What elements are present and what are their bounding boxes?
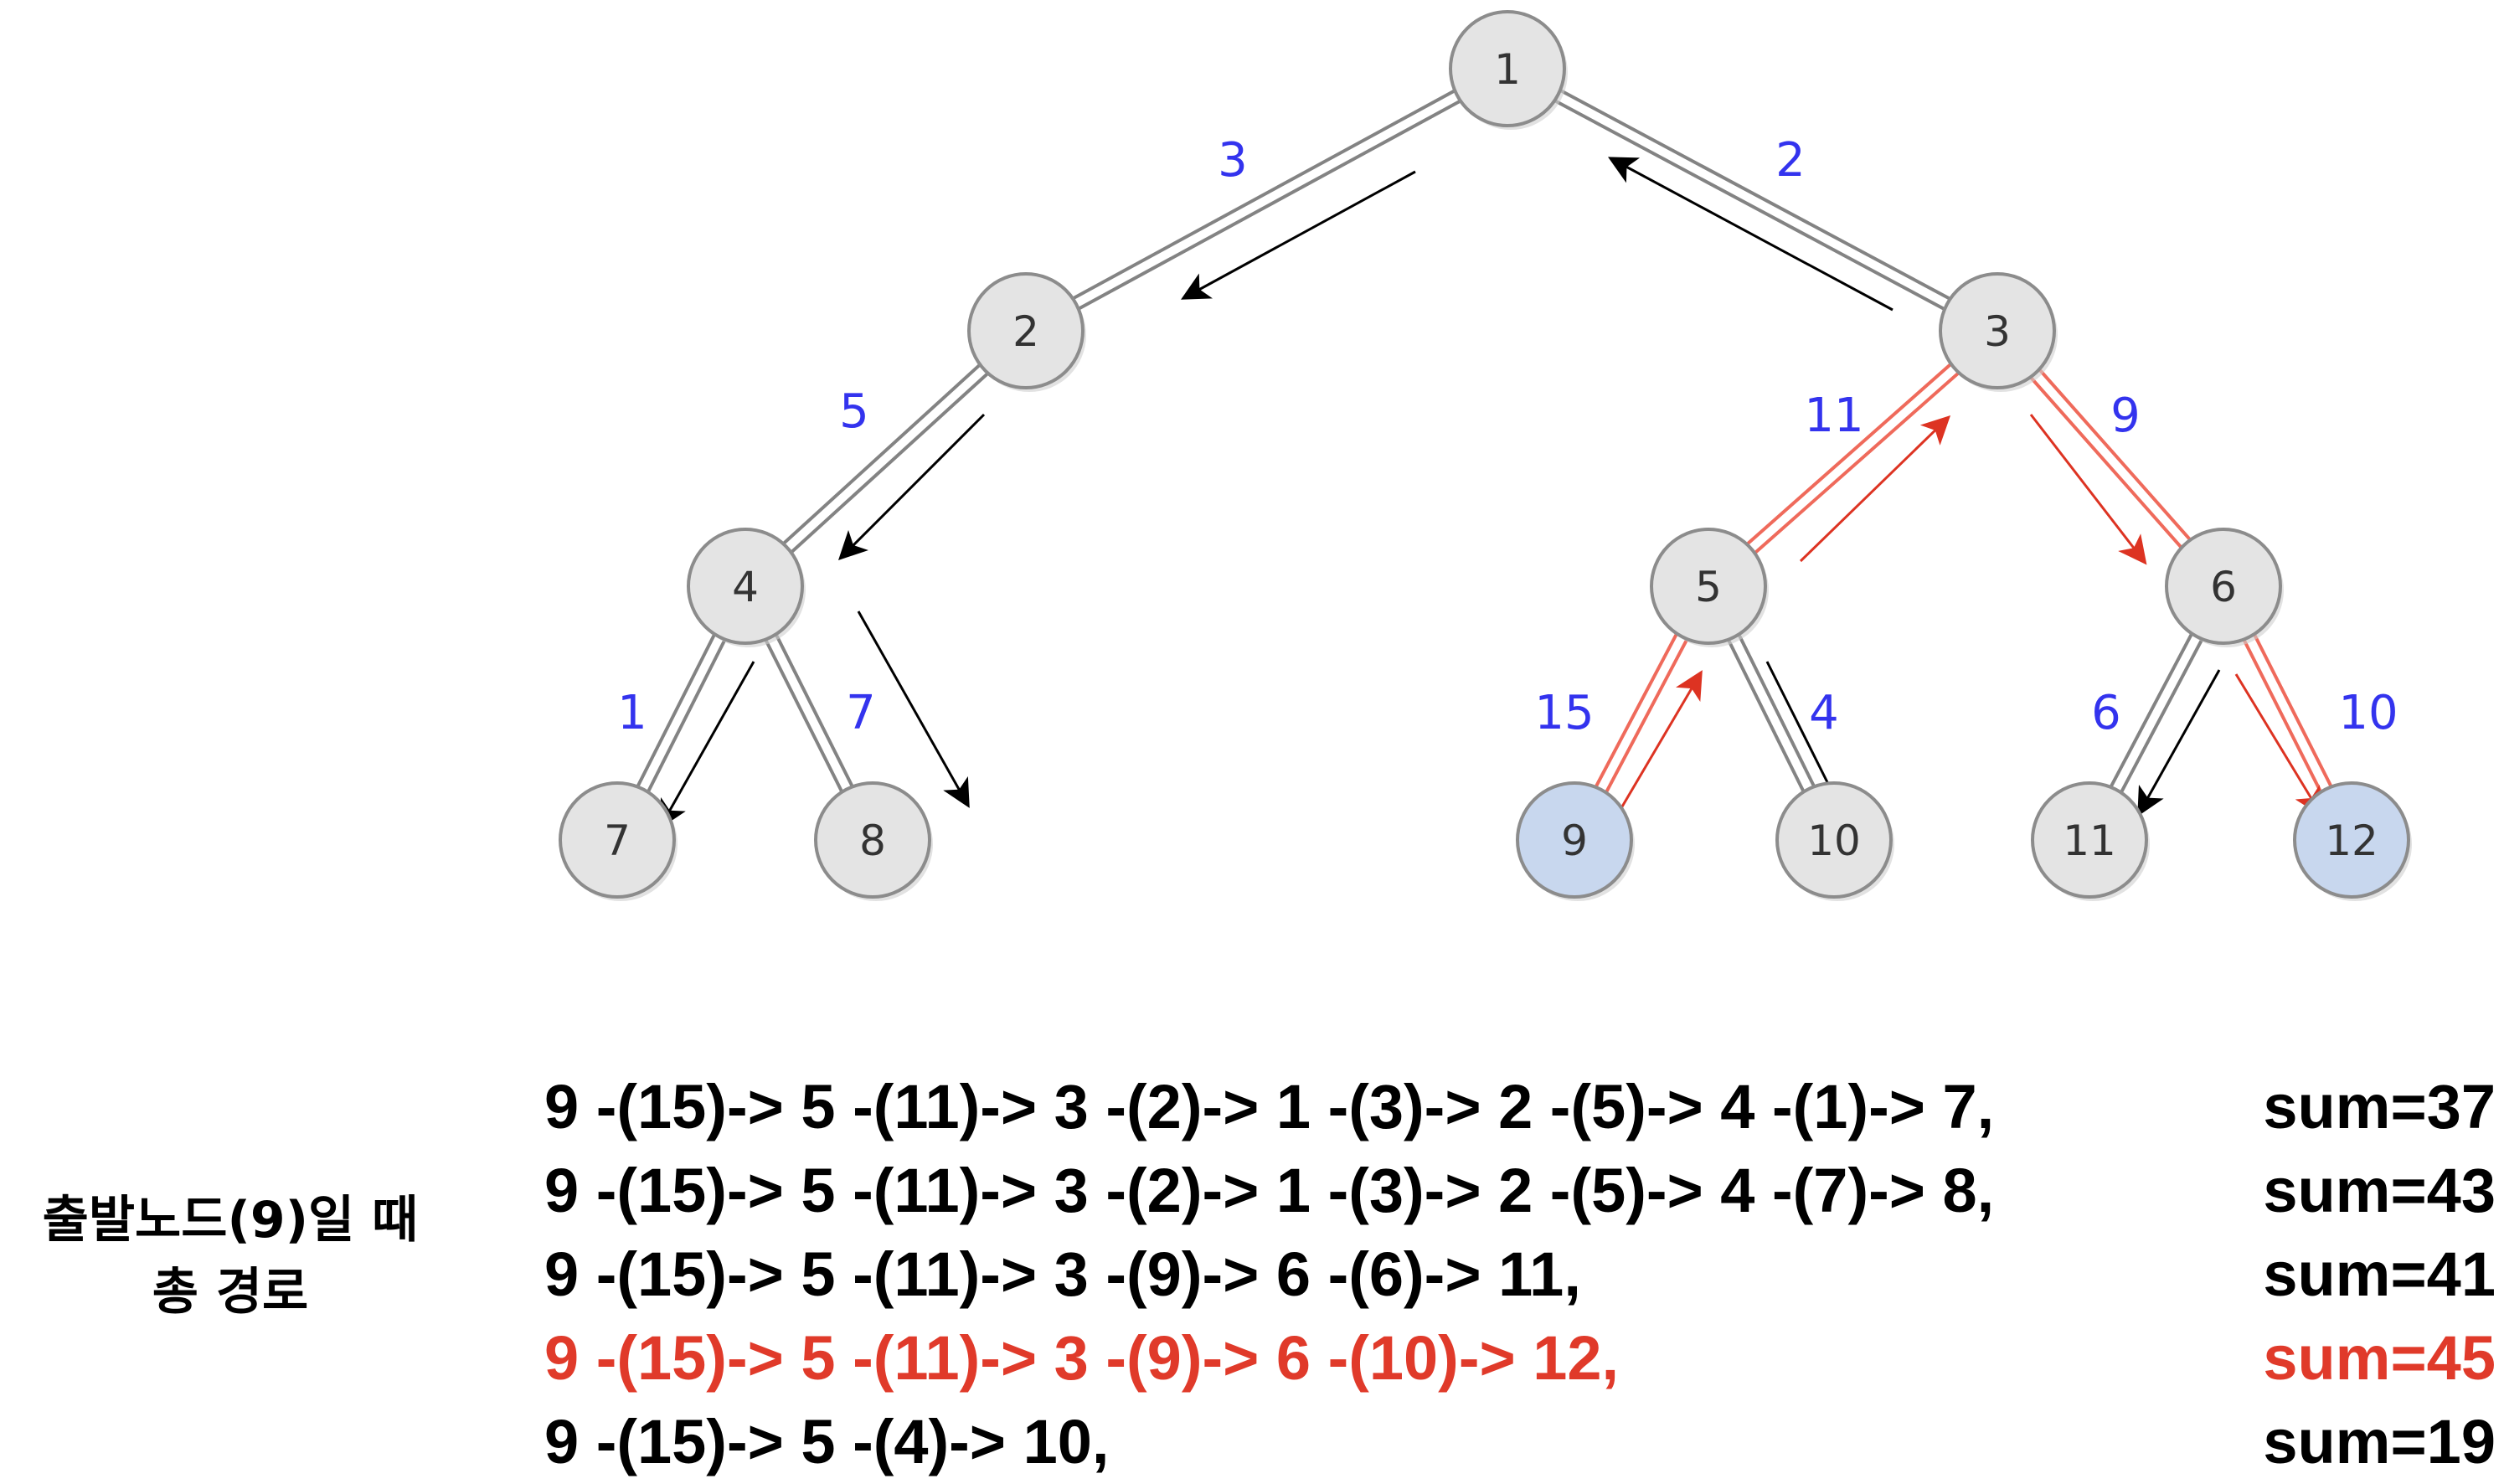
edge-2-4 (739, 325, 1032, 592)
edge-weight-label: 15 (1534, 686, 1594, 740)
path-sum: sum=19 (2263, 1407, 2496, 1476)
edge-1-3 (1503, 62, 2002, 338)
node-12: 12 (2293, 781, 2412, 901)
path-row: 9 -(15)-> 5 -(11)-> 3 -(2)-> 1 -(3)-> 2 … (544, 1149, 2496, 1233)
node-label: 4 (732, 563, 759, 611)
edge-1-2 (1022, 62, 1512, 338)
path-sum: sum=41 (2263, 1239, 2496, 1309)
node-4: 4 (687, 528, 806, 647)
node-6: 6 (2165, 528, 2284, 647)
arrow-9-to-5 (1615, 670, 1703, 817)
node-label: 7 (604, 817, 631, 865)
node-label: 12 (2325, 817, 2378, 865)
path-text: 9 -(15)-> 5 -(11)-> 3 -(2)-> 1 -(3)-> 2 … (544, 1072, 1995, 1141)
node-8: 8 (814, 781, 933, 901)
path-text: 9 -(15)-> 5 -(11)-> 3 -(9)-> 6 -(6)-> 11… (544, 1239, 1581, 1309)
edge-3-5 (1703, 325, 2002, 592)
path-row: 9 -(15)-> 5 -(11)-> 3 -(9)-> 6 -(6)-> 11… (544, 1233, 2496, 1317)
arrow-4-to-7 (659, 661, 755, 829)
arrow-1-to-2 (1181, 170, 1416, 300)
node-label: 6 (2210, 563, 2237, 611)
node-9: 9 (1516, 781, 1635, 901)
node-1: 1 (1449, 10, 1568, 130)
path-row: 9 -(15)-> 5 -(4)-> 10, sum=19 (544, 1400, 2496, 1484)
path-sum: sum=45 (2263, 1323, 2496, 1393)
path-text: 9 -(15)-> 5 -(11)-> 3 -(2)-> 1 -(3)-> 2 … (544, 1156, 1995, 1225)
node-label: 3 (1984, 307, 2011, 356)
path-text: 9 -(15)-> 5 -(11)-> 3 -(9)-> 6 -(10)-> 1… (544, 1323, 1620, 1393)
start-node-caption: 출발노드(9)일 때 총 경로 (0, 1184, 461, 1328)
node-label: 1 (1494, 45, 1521, 94)
node-3: 3 (1939, 272, 2058, 392)
caption-line-2: 총 경로 (152, 1263, 309, 1322)
node-2: 2 (967, 272, 1086, 392)
path-sum: sum=37 (2263, 1072, 2496, 1141)
arrow-3-to-6 (2029, 414, 2147, 565)
edge-weight-label: 10 (2338, 686, 2398, 740)
node-label: 2 (1012, 307, 1039, 356)
edge-weight-label: 7 (846, 686, 876, 740)
node-5: 5 (1650, 528, 1769, 647)
arrow-5-to-3 (1799, 415, 1951, 563)
arrow-6-to-11 (2137, 669, 2221, 817)
edge-weight-label: 1 (617, 686, 647, 740)
edge-weight-label: 5 (839, 384, 869, 439)
node-label: 5 (1695, 563, 1722, 611)
node-7: 7 (559, 781, 678, 901)
node-10: 10 (1775, 781, 1894, 901)
node-label: 9 (1561, 817, 1588, 865)
node-label: 8 (859, 817, 886, 865)
edge-weight-label: 9 (2110, 389, 2141, 443)
path-sum: sum=43 (2263, 1156, 2496, 1225)
node-label: 11 (2063, 817, 2116, 865)
edge-weight-label: 11 (1804, 389, 1863, 443)
arrow-2-to-4 (837, 413, 986, 561)
edge-weight-label: 2 (1775, 133, 1806, 188)
caption-line-1: 출발노드(9)일 때 (42, 1191, 419, 1250)
edge-weight-label: 3 (1218, 133, 1248, 188)
path-row: 9 -(15)-> 5 -(11)-> 3 -(2)-> 1 -(3)-> 2 … (544, 1065, 2496, 1149)
path-text: 9 -(15)-> 5 -(4)-> 10, (544, 1407, 1110, 1476)
node-11: 11 (2031, 781, 2150, 901)
path-row-highlighted: 9 -(15)-> 5 -(11)-> 3 -(9)-> 6 -(10)-> 1… (544, 1317, 2496, 1400)
arrow-6-to-12 (2234, 673, 2322, 817)
node-label: 10 (1807, 817, 1861, 865)
edge-weight-label: 4 (1809, 686, 1839, 740)
arrow-4-to-8 (857, 611, 970, 808)
arrow-3-to-1 (1608, 157, 1893, 312)
edge-weight-label: 6 (2091, 686, 2121, 740)
